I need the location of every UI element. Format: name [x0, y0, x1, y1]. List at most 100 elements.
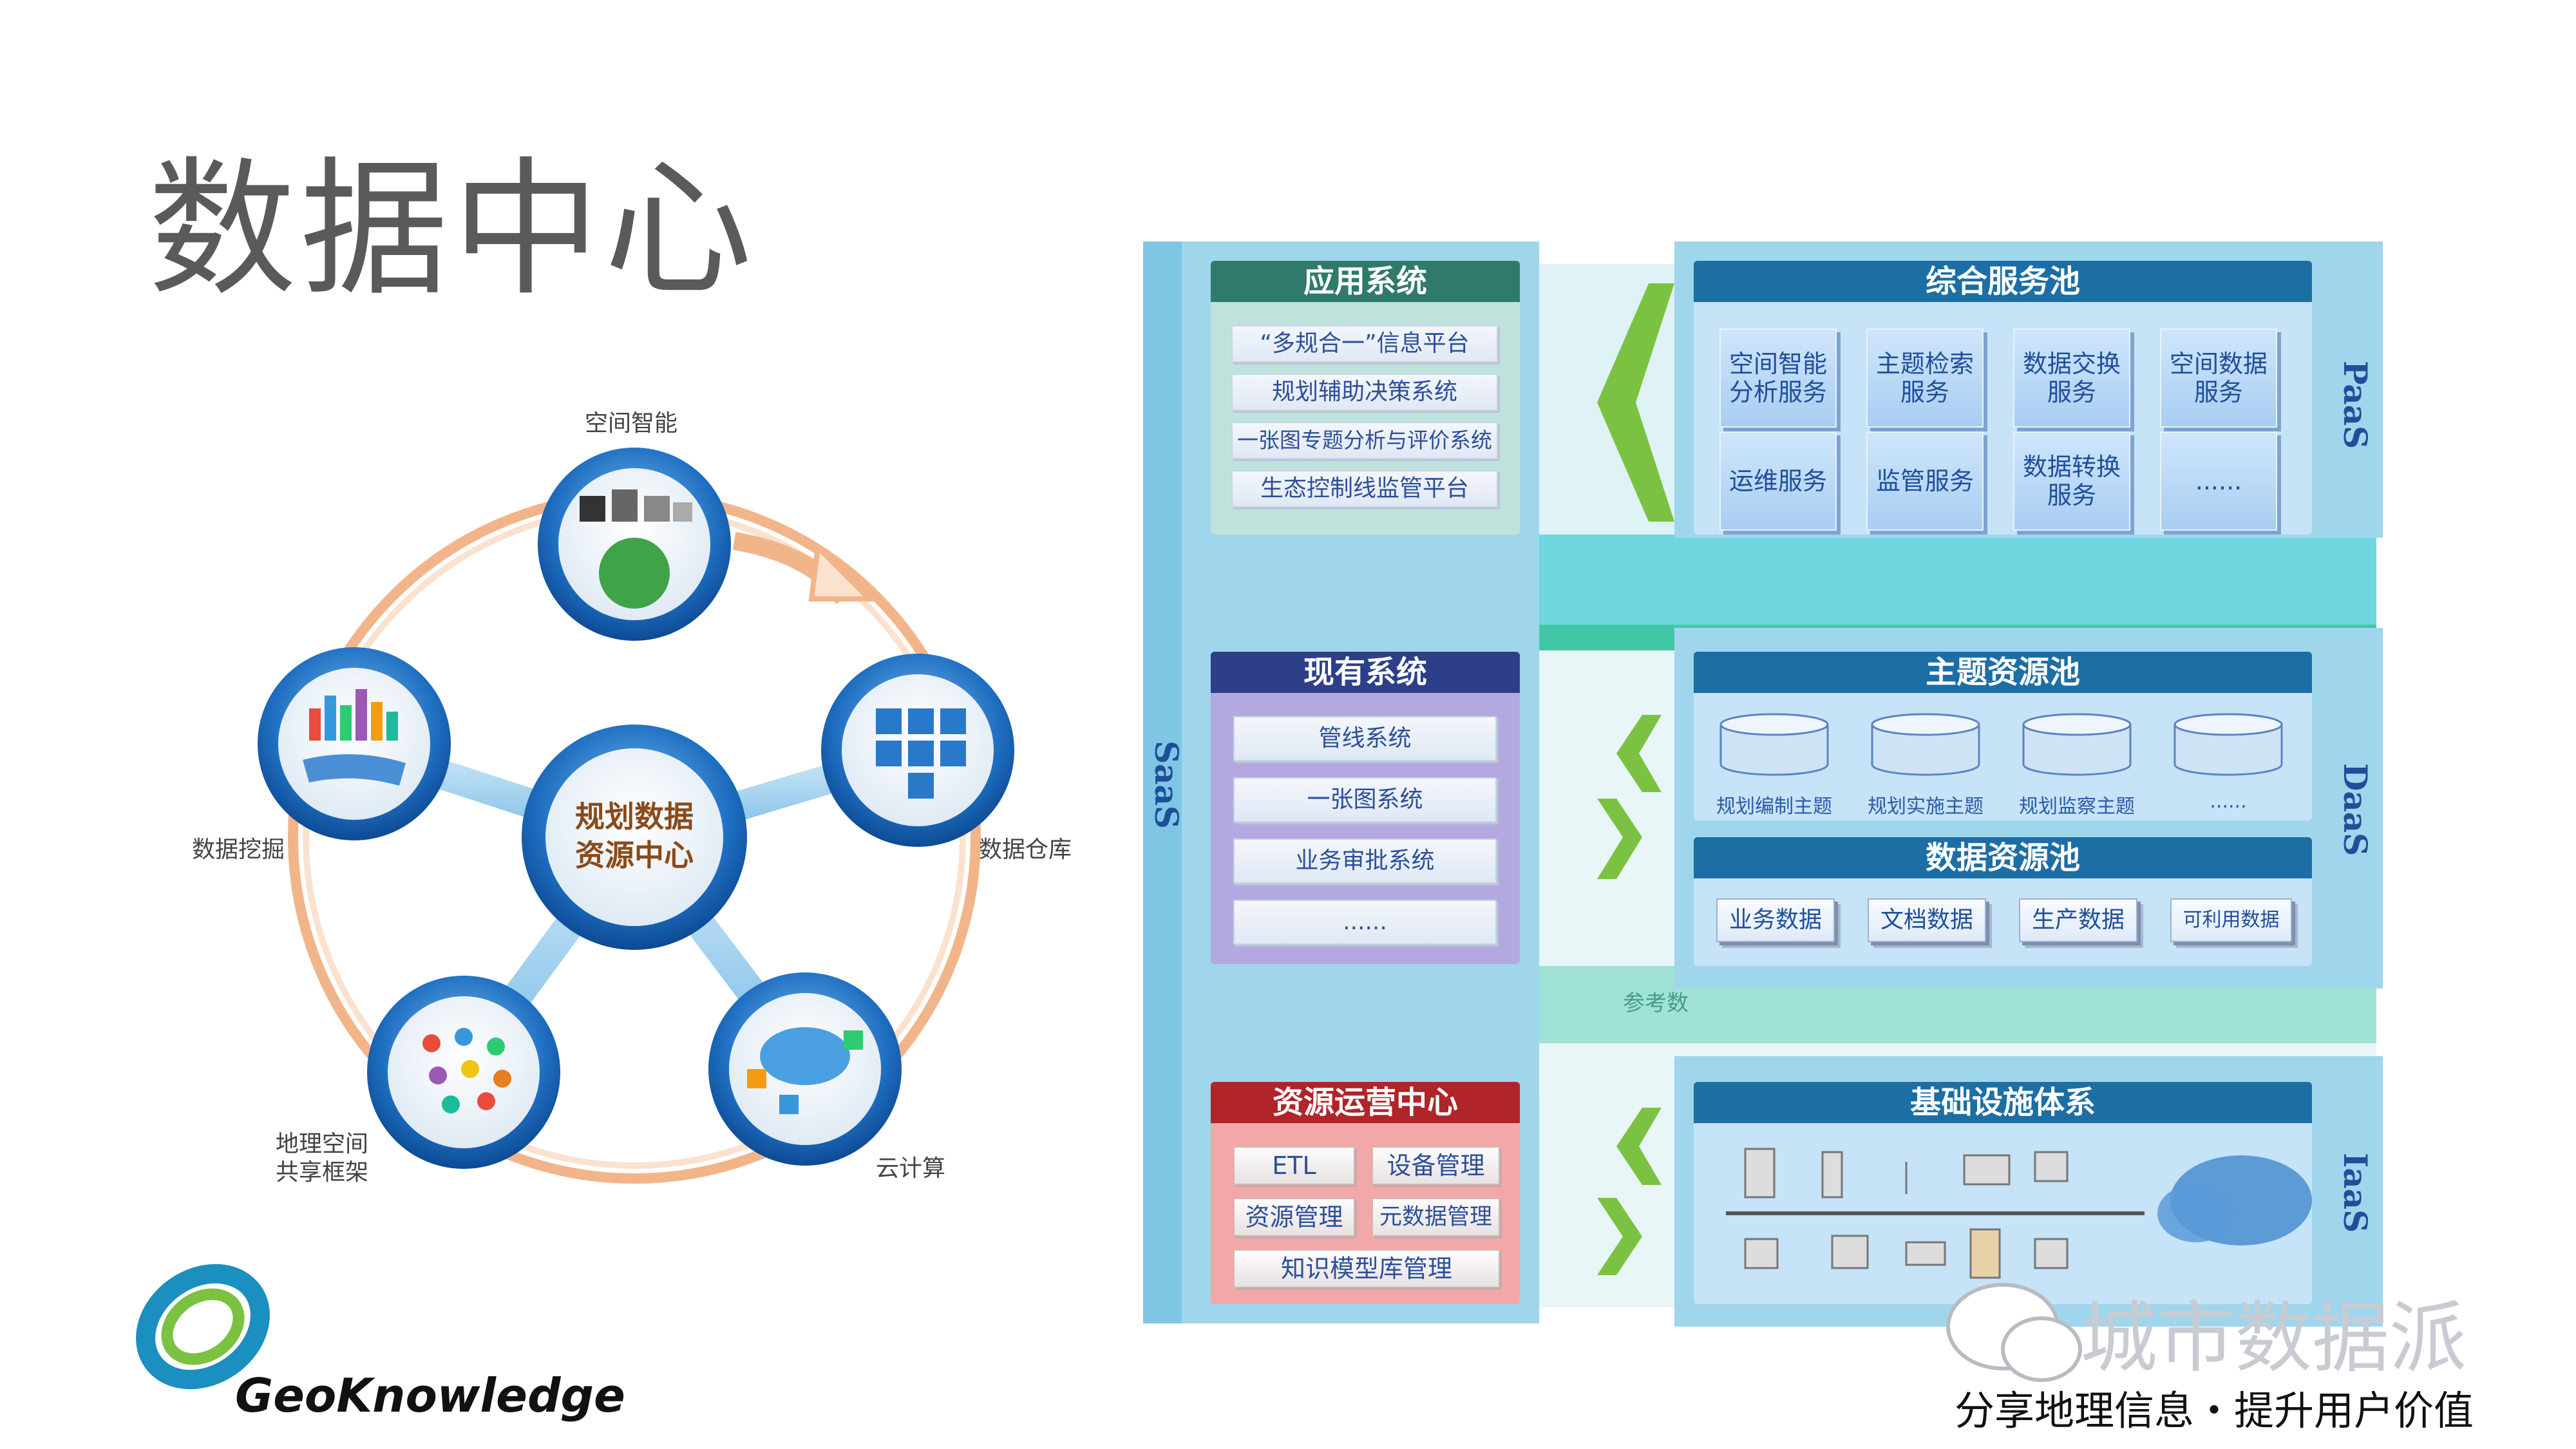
ops-item: ETL	[1233, 1146, 1355, 1185]
service-item: 数据交换服务	[2013, 328, 2130, 428]
partial-text: 参考数	[1623, 990, 1689, 1016]
service-item: 监管服务	[1866, 431, 1984, 531]
cycle-diagram	[258, 448, 1014, 1184]
label-geo-framework-line2: 共享框架	[276, 1159, 369, 1186]
theme-item-label: 规划编制主题	[1716, 795, 1832, 818]
service-item-line: 服务	[1900, 378, 1949, 406]
existing-item: 管线系统	[1233, 716, 1497, 761]
saas-label: SaaS	[1148, 741, 1186, 829]
theme-pool-title: 主题资源池	[1694, 652, 2312, 693]
service-item-line: 数据转换	[2022, 453, 2121, 481]
arrow-right-icon	[1597, 1198, 1642, 1275]
server-icon	[1969, 1228, 2001, 1279]
iaas-label: IaaS	[2336, 1153, 2374, 1233]
paas-label: PaaS	[2336, 361, 2374, 450]
ops-center-title: 资源运营中心	[1211, 1082, 1520, 1123]
server-icon	[1744, 1148, 1776, 1198]
label-spatial-intelligence: 空间智能	[585, 410, 678, 437]
service-item: ......	[2160, 431, 2277, 531]
service-item-line: 运维服务	[1728, 467, 1827, 495]
infra-network-diagram	[1726, 1148, 2312, 1279]
theme-pool-box: 主题资源池 规划编制主题 规划实施主题 规划监察主题 ......	[1694, 652, 2312, 820]
service-item-line: 数据交换	[2022, 350, 2121, 378]
watermark-slogan: 分享地理信息・提升用户价值	[1955, 1387, 2474, 1434]
existing-item: 业务审批系统	[1233, 838, 1497, 884]
theme-item-label: 规划监察主题	[2019, 795, 2135, 818]
infra-box: 基础设施体系	[1694, 1082, 2312, 1304]
app-system-title: 应用系统	[1211, 261, 1520, 302]
label-data-mining: 数据挖掘	[192, 837, 285, 863]
database-icon	[2022, 713, 2132, 776]
printer-icon	[1831, 1235, 1869, 1269]
service-item-line: 分析服务	[1728, 378, 1827, 406]
data-pool-title: 数据资源池	[1694, 837, 2312, 878]
service-item-line: 空间数据	[2169, 350, 2268, 378]
database-icon	[2174, 713, 2283, 776]
logo-text: GeoKnowledge	[235, 1368, 625, 1423]
center-label: 规划数据 资源中心	[567, 797, 702, 875]
arrow-right-icon	[1597, 799, 1642, 879]
saas-strip	[1143, 242, 1182, 1323]
scanner-icon	[1905, 1241, 1946, 1266]
ops-center-box: 资源运营中心 ETL 设备管理 资源管理 元数据管理 知识模型库管理	[1211, 1082, 1520, 1304]
page-title: 数据中心	[148, 144, 757, 316]
label-geo-framework-line1: 地理空间	[276, 1131, 369, 1157]
laptop-icon	[1963, 1154, 2011, 1186]
arrow-left-icon	[1616, 1108, 1662, 1185]
green-arrows	[1597, 283, 1674, 1275]
existing-item: ......	[1233, 900, 1497, 945]
service-item: 空间数据服务	[2160, 328, 2277, 428]
service-pool-title: 综合服务池	[1694, 261, 2312, 302]
data-pool-box: 数据资源池 业务数据 文档数据 生产数据 可利用数据	[1694, 837, 2312, 966]
service-item-line: 服务	[2047, 378, 2096, 406]
app-item: “多规合一”信息平台	[1231, 325, 1498, 363]
service-item: 空间智能分析服务	[1719, 328, 1837, 428]
ops-item: 设备管理	[1372, 1146, 1500, 1185]
theme-item-label: 规划实施主题	[1868, 795, 1984, 818]
ops-item: 知识模型库管理	[1233, 1249, 1500, 1288]
app-item: 生态控制线监管平台	[1231, 470, 1498, 507]
theme-item: 规划监察主题	[2019, 713, 2135, 818]
label-cloud-computing: 云计算	[876, 1155, 946, 1182]
data-item: 文档数据	[1868, 898, 1986, 942]
arrow-left-icon	[1616, 715, 1662, 792]
node-left	[258, 647, 451, 840]
service-item-line: 主题检索	[1875, 350, 1974, 378]
monitor-icon	[2034, 1151, 2069, 1182]
node-right	[821, 654, 1014, 847]
label-data-warehouse: 数据仓库	[979, 837, 1072, 863]
service-item: 运维服务	[1719, 431, 1837, 531]
ops-item: 元数据管理	[1372, 1198, 1500, 1236]
existing-system-box: 现有系统 管线系统 一张图系统 业务审批系统 ......	[1211, 652, 1520, 964]
app-system-box: 应用系统 “多规合一”信息平台 规划辅助决策系统 一张图专题分析与评价系统 生态…	[1211, 261, 1520, 535]
theme-item: 规划编制主题	[1716, 713, 1832, 818]
app-item: 一张图专题分析与评价系统	[1231, 422, 1498, 459]
printer-icon	[1744, 1238, 1779, 1269]
existing-item: 一张图系统	[1233, 777, 1497, 822]
service-item-line: 服务	[2047, 481, 2096, 509]
geoknowledge-logo-icon	[136, 1264, 270, 1390]
arrow-left-icon	[1597, 283, 1674, 522]
app-item: 规划辅助决策系统	[1231, 374, 1498, 411]
fax-icon	[2034, 1238, 2069, 1269]
band-mid	[1539, 535, 2376, 625]
service-item: 数据转换服务	[2013, 431, 2130, 531]
center-label-line2: 资源中心	[575, 838, 694, 873]
label-geo-framework: 地理空间 共享框架	[276, 1130, 368, 1187]
ops-item: 资源管理	[1233, 1198, 1355, 1236]
service-item-line: 服务	[2193, 378, 2243, 406]
center-label-line1: 规划数据	[575, 799, 694, 834]
daas-label: DaaS	[2336, 763, 2374, 857]
infra-title: 基础设施体系	[1694, 1082, 2312, 1123]
watermark-name: 城市数据派	[2080, 1294, 2467, 1383]
node-bottom-right	[708, 972, 902, 1166]
data-item: 生产数据	[2019, 898, 2137, 942]
service-item-line: 空间智能	[1728, 350, 1827, 378]
database-icon	[1871, 713, 1980, 776]
service-item-line: 监管服务	[1875, 467, 1974, 495]
router-icon	[1821, 1151, 1843, 1198]
theme-item: 规划实施主题	[1868, 713, 1984, 818]
data-item: 可利用数据	[2170, 898, 2292, 942]
wechat-icon	[1946, 1283, 2082, 1382]
node-top	[538, 448, 731, 641]
